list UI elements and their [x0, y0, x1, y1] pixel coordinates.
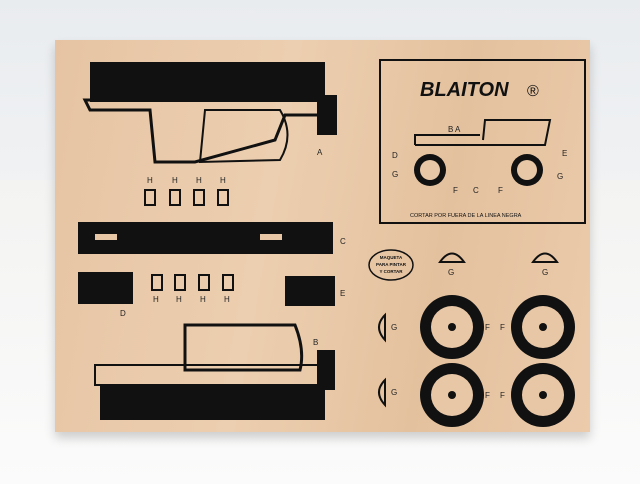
- wheel: [511, 363, 575, 427]
- svg-text:D: D: [120, 309, 126, 318]
- svg-text:H: H: [147, 176, 153, 185]
- svg-text:F: F: [500, 323, 505, 332]
- diagram-caption: CORTAR POR FUERA DE LA LINEA NEGRA: [410, 213, 522, 219]
- svg-text:G: G: [392, 170, 398, 179]
- h-clips-top: H H H H: [144, 176, 229, 206]
- svg-text:F: F: [500, 391, 505, 400]
- svg-text:C: C: [473, 186, 479, 195]
- label-a: A: [317, 148, 323, 157]
- car-side-a: A: [82, 62, 337, 164]
- svg-text:E: E: [340, 289, 345, 298]
- svg-text:G: G: [557, 172, 563, 181]
- g-pieces: G G G G: [378, 252, 559, 408]
- svg-text:B: B: [313, 338, 318, 347]
- svg-text:G: G: [542, 268, 548, 277]
- svg-text:H: H: [196, 176, 202, 185]
- assembly-diagram: BLAITON ® D G B A F C F E G CORTAR POR F…: [379, 59, 586, 224]
- svg-text:E: E: [562, 149, 567, 158]
- svg-text:C: C: [340, 237, 346, 246]
- svg-text:F: F: [485, 391, 490, 400]
- svg-text:F: F: [498, 186, 503, 195]
- wheel: [511, 295, 575, 359]
- svg-text:Y CORTAR: Y CORTAR: [379, 269, 403, 274]
- brand-logo: BLAITON: [420, 79, 509, 101]
- svg-text:PARA PINTAR: PARA PINTAR: [376, 262, 407, 267]
- car-side-b: B: [94, 323, 335, 420]
- h-clips-bottom: H H H H: [151, 274, 234, 304]
- floor-piece-c: C: [78, 222, 346, 254]
- part-e: [285, 276, 335, 306]
- svg-text:H: H: [200, 295, 206, 304]
- svg-text:H: H: [153, 295, 159, 304]
- svg-text:F: F: [485, 323, 490, 332]
- svg-text:D: D: [392, 151, 398, 160]
- svg-text:B: B: [448, 125, 453, 134]
- printed-parts: A H H H H C D E H H H H B: [78, 59, 586, 427]
- svg-text:H: H: [172, 176, 178, 185]
- svg-text:®: ®: [527, 83, 539, 100]
- svg-text:F: F: [453, 186, 458, 195]
- wheel: [420, 363, 484, 427]
- svg-text:G: G: [391, 388, 397, 397]
- svg-text:G: G: [448, 268, 454, 277]
- svg-text:H: H: [176, 295, 182, 304]
- part-d: [78, 272, 133, 304]
- svg-text:H: H: [224, 295, 230, 304]
- wheel: [420, 295, 484, 359]
- maqueta-stamp: MAQUETA PARA PINTAR Y CORTAR: [368, 249, 414, 281]
- svg-text:H: H: [220, 176, 226, 185]
- svg-text:MAQUETA: MAQUETA: [380, 255, 403, 260]
- svg-text:G: G: [391, 323, 397, 332]
- wooden-model-board: A H H H H C D E H H H H B: [55, 40, 590, 432]
- svg-text:A: A: [455, 125, 461, 134]
- wheels: F F F F: [420, 295, 575, 427]
